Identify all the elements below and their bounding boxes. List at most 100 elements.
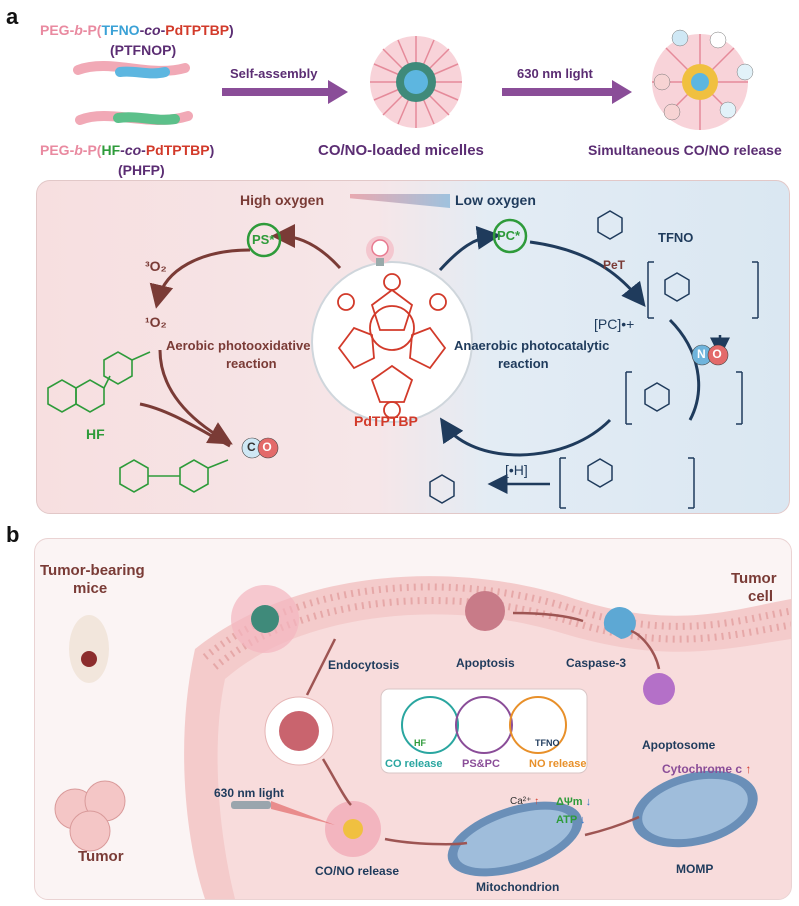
dash2-text: - — [141, 142, 146, 158]
endocytosed-micelle-icon — [264, 696, 334, 766]
mouse-icon — [69, 615, 109, 683]
tumor-mice-label-1: Tumor-bearing — [40, 562, 145, 579]
co-text: co — [124, 142, 142, 158]
tumor-cell-label-2: cell — [748, 588, 774, 605]
laser-icon — [231, 801, 271, 809]
dash2-text: - — [160, 22, 166, 38]
delta-psi-label: ΔΨm ↓ — [556, 796, 591, 808]
inset-no-release-label: NO release — [529, 758, 587, 770]
p-text: -P( — [82, 142, 102, 158]
high-oxygen-label: High oxygen — [240, 192, 325, 208]
n-letter: N — [697, 347, 706, 361]
panel-b-label: b — [6, 522, 20, 547]
peg-text: PEG- — [40, 22, 75, 38]
pc-star-label: PC* — [497, 228, 521, 243]
dash-text: - — [139, 22, 145, 38]
cell-illustration — [54, 576, 791, 899]
co-no-release-label: CO/NO release — [315, 864, 400, 878]
apoptotic-cell-icon — [465, 591, 505, 631]
cell-panel — [34, 538, 792, 900]
b-text: b — [74, 22, 83, 38]
momp-label: MOMP — [676, 862, 714, 876]
hf-product-structure — [119, 459, 229, 493]
o-letter: O — [262, 440, 272, 454]
polymer-strand-1 — [73, 61, 190, 79]
paren-text: ) — [229, 22, 234, 38]
mitochondrion-label: Mitochondrion — [476, 880, 560, 894]
peg-text: PEG- — [40, 142, 75, 158]
co-molecule-text: C O — [247, 440, 272, 454]
up-arrow-icon: ↑ — [742, 762, 752, 776]
polymer2-name: PEG-b-P(HF-co-PdTPTBP) — [40, 142, 214, 158]
polymer2-abbrev: (PHFP) — [118, 162, 165, 178]
aerobic-label-1: Aerobic photooxidative — [166, 338, 311, 353]
dash-text: - — [120, 142, 125, 158]
singlet-oxygen-label: ¹O₂ — [145, 314, 167, 330]
apoptosome-icon — [643, 673, 675, 705]
delta-psi-text: ΔΨm — [556, 796, 583, 808]
up-arrow-icon: ↑ — [531, 796, 540, 807]
tfno-label: TFNO — [658, 230, 694, 245]
inset-tfno-label: TFNO — [535, 738, 560, 748]
pet-label: PeT — [603, 258, 626, 272]
inset-co-release-label: CO release — [385, 758, 443, 770]
polymer1-name: PEG-b-P(TFNO-co-PdTPTBP) — [40, 22, 234, 38]
micelle-icon — [370, 36, 462, 128]
momp-mitochondrion-icon — [632, 770, 758, 848]
tumor-cells-icon — [54, 780, 126, 852]
inset-pspc-label: PS&PC — [462, 758, 500, 770]
micelle-label: CO/NO-loaded micelles — [318, 142, 484, 159]
paren-text: ) — [209, 142, 215, 158]
tfno-structures — [429, 210, 759, 509]
pdtptbp-label: PdTPTBP — [354, 413, 418, 429]
triplet-oxygen-label: ³O₂ — [145, 258, 167, 274]
hf-structure — [47, 351, 151, 413]
no-molecule-icon — [691, 344, 729, 366]
tfno-text: TFNO — [101, 22, 140, 38]
light-arrow — [502, 80, 632, 104]
releasing-micelle-icon — [652, 29, 754, 130]
apoptosis-label: Apoptosis — [456, 656, 515, 670]
arrow-light-label: 630 nm light — [517, 66, 593, 81]
atp-text: ATP — [556, 814, 577, 826]
ps-star-label: PS* — [252, 232, 275, 247]
low-oxygen-label: Low oxygen — [455, 192, 536, 208]
mechanism-diagram — [47, 210, 759, 509]
caspase-label: Caspase-3 — [566, 656, 627, 670]
atp-label: ATP ↓ — [556, 814, 586, 826]
bulb-icon — [366, 236, 394, 266]
cytochrome-text: Cytochrome c — [662, 762, 743, 776]
pdtptbp-text: PdTPTBP — [165, 22, 230, 38]
light-label: 630 nm light — [214, 786, 285, 800]
o-letter: O — [712, 347, 722, 361]
tumor-label: Tumor — [78, 848, 124, 865]
no-molecule-text: N O — [697, 347, 722, 361]
pdtptbp-text: PdTPTBP — [145, 142, 210, 158]
hf-text: HF — [101, 142, 121, 158]
aerobic-label-2: reaction — [226, 356, 277, 371]
endocytosis-label: Endocytosis — [328, 658, 400, 672]
tumor-spot-icon — [81, 651, 97, 667]
self-assembly-arrow — [222, 80, 348, 104]
anaerobic-label-1: Anaerobic photocatalytic — [454, 338, 610, 353]
releasing-micelle-icon — [325, 801, 381, 857]
co-molecule-icon — [241, 437, 279, 459]
tumor-cell-label-1: Tumor — [731, 570, 777, 587]
apoptosome-label: Apoptosome — [642, 738, 716, 752]
micelle-icon — [231, 585, 299, 653]
hf-label: HF — [86, 426, 105, 442]
panel-a-label: a — [6, 4, 19, 29]
mitochondrion-icon — [447, 801, 583, 877]
b-text: b — [74, 142, 83, 158]
inset-hf-label: HF — [414, 738, 426, 748]
tumor-mice-label-2: mice — [73, 580, 108, 597]
cytochrome-label: Cytochrome c ↑ — [662, 762, 751, 776]
calcium-text: Ca²⁺ — [510, 796, 532, 807]
caspase-icon — [603, 607, 636, 639]
panel-a-top-illustration — [73, 29, 754, 130]
release-label: Simultaneous CO/NO release — [588, 142, 782, 158]
down-arrow-icon: ↓ — [577, 814, 586, 826]
anaerobic-label-2: reaction — [498, 356, 549, 371]
down-arrow-icon: ↓ — [582, 796, 592, 808]
co-text: co — [144, 22, 161, 38]
